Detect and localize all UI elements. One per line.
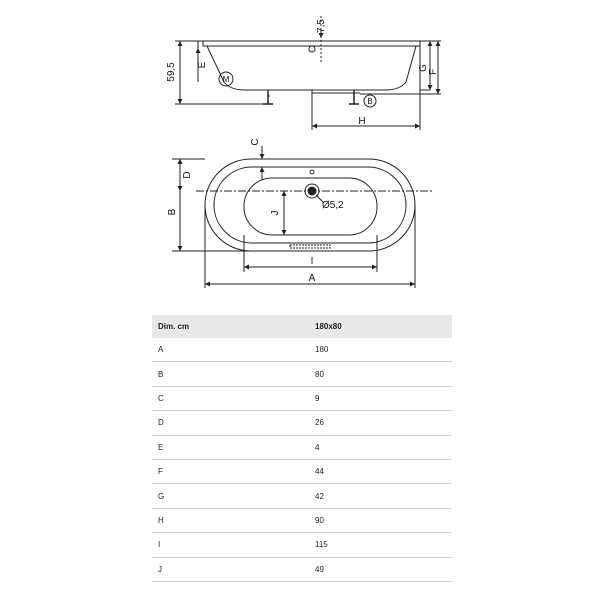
header-size: 180x80 (309, 315, 452, 338)
foot-left (263, 90, 273, 105)
marker-B: B (367, 97, 372, 106)
dim-label-G: G (418, 64, 429, 72)
dim-label-I: I (311, 256, 314, 267)
row-key: H (152, 508, 309, 534)
row-value: 90 (309, 508, 452, 534)
row-value: 42 (309, 483, 452, 509)
row-key: F (152, 459, 309, 485)
row-value: 4 (309, 435, 452, 460)
dim-label-A: A (309, 273, 316, 284)
row-key: C (152, 386, 309, 412)
side-view-labels: 7,5 59,5 E G F H M B (166, 19, 439, 127)
row-value: 115 (309, 532, 452, 558)
tub-body (206, 45, 417, 91)
row-key: J (152, 557, 309, 582)
drain (307, 186, 317, 196)
dim-label-J: J (270, 211, 281, 216)
dim-label-7-5: 7,5 (316, 19, 327, 33)
tub-outline-inner (213, 166, 407, 244)
row-key: D (152, 410, 309, 436)
dim-label-D: D (182, 171, 193, 178)
row-value: 49 (309, 557, 452, 582)
foot-right (349, 90, 359, 105)
side-view (175, 16, 441, 130)
row-key: E (152, 435, 309, 460)
top-view-labels: C D B J Ø5,2 I A (167, 138, 344, 284)
technical-drawing: 7,5 59,5 E G F H M B (166, 16, 441, 288)
overflow-hole (308, 45, 316, 53)
row-value: 180 (309, 338, 452, 363)
dim-label-B: B (167, 208, 178, 215)
dim-label-E: E (197, 61, 208, 68)
top-view (172, 146, 432, 288)
header-dim: Dim. cm (152, 315, 309, 338)
row-key: I (152, 532, 309, 558)
dim-label-F: F (428, 69, 439, 75)
marker-M: M (223, 75, 230, 84)
row-key: A (152, 338, 309, 363)
overflow-hole-top (309, 169, 315, 175)
row-value: 26 (309, 410, 452, 436)
row-value: 9 (309, 386, 452, 412)
dim-label-diameter: Ø5,2 (322, 200, 344, 211)
tub-basin (243, 177, 378, 236)
dim-label-H: H (358, 116, 365, 127)
tub-rim (202, 40, 421, 47)
row-key: B (152, 361, 309, 387)
row-value: 80 (309, 361, 452, 387)
dim-label-C: C (250, 138, 261, 145)
dim-label-59-5: 59,5 (166, 62, 177, 82)
row-value: 44 (309, 459, 452, 485)
row-key: G (152, 483, 309, 509)
table-header-row: Dim. cm 180x80 (152, 315, 452, 338)
